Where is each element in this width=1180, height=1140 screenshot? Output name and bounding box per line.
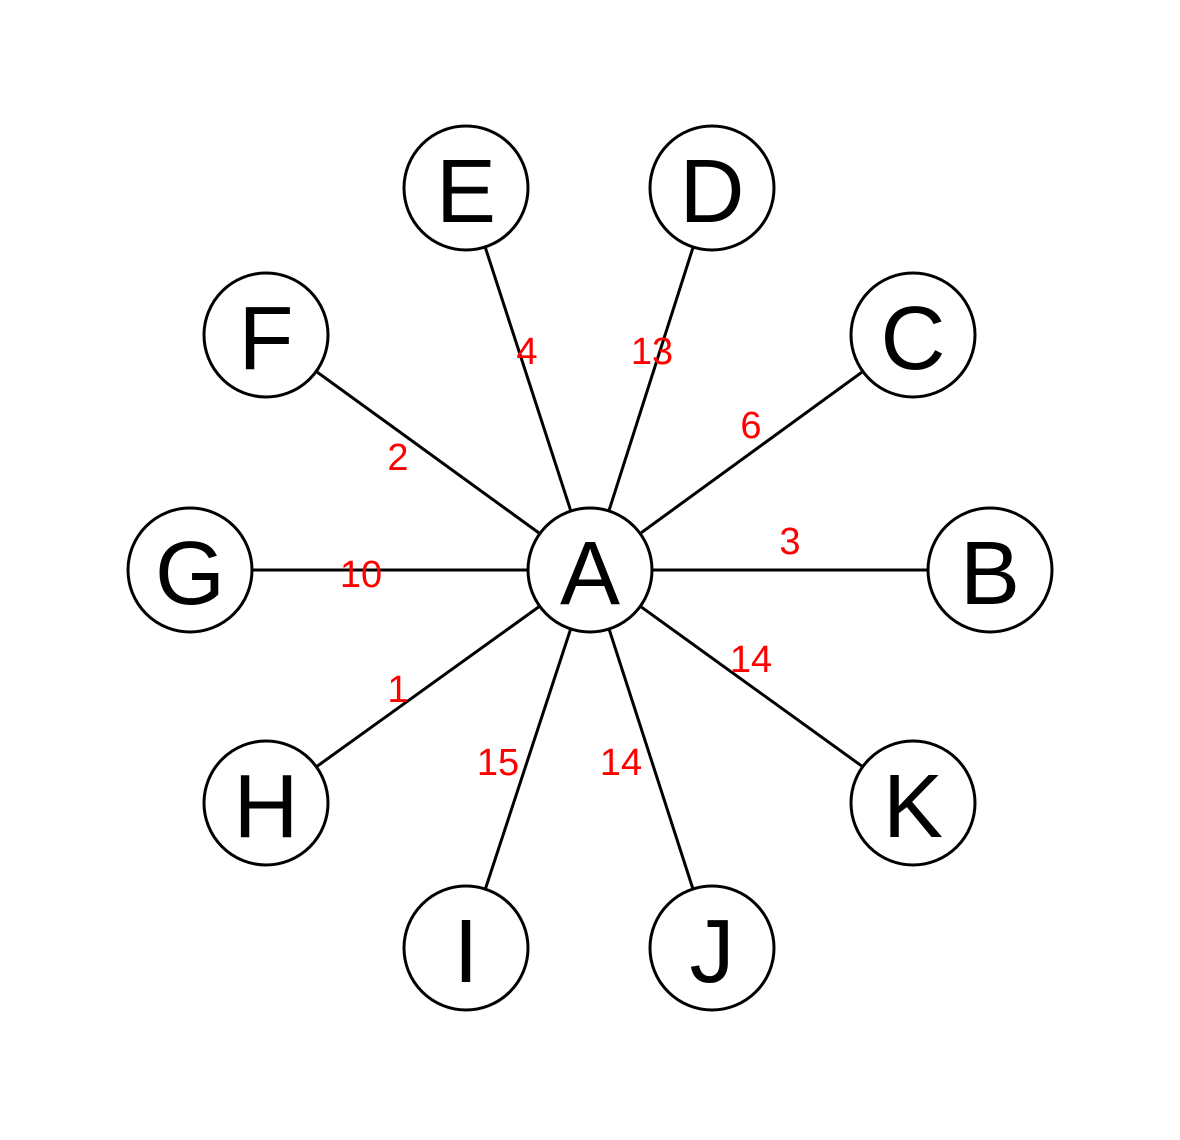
node-circle-c (849, 271, 977, 399)
node-k: K (849, 739, 977, 867)
node-circle-k (849, 739, 977, 867)
node-circle-d (648, 124, 776, 252)
node-circle-i (402, 884, 530, 1012)
node-circle-a (526, 506, 654, 634)
node-g: G (126, 506, 254, 634)
edge-weight-a-i: 15 (477, 742, 519, 784)
node-i: I (402, 884, 530, 1012)
node-h: H (202, 739, 330, 867)
edge-a-j (588, 569, 714, 949)
node-a: A (526, 506, 654, 634)
edge-weight-a-b: 3 (779, 521, 800, 563)
node-circle-g (126, 506, 254, 634)
node-label-k: K (883, 757, 943, 857)
edge-weight-a-h: 1 (387, 669, 408, 711)
node-label-j: J (690, 902, 735, 1002)
node-label-c: C (881, 289, 946, 389)
node-circle-h (202, 739, 330, 867)
node-label-b: B (960, 524, 1020, 624)
edge-a-i (464, 569, 592, 949)
node-label-h: H (234, 757, 299, 857)
edges-layer (190, 187, 990, 949)
node-label-g: G (155, 524, 225, 624)
node-circle-j (648, 884, 776, 1012)
node-circle-f (202, 271, 330, 399)
edge-weight-a-j: 14 (600, 742, 642, 784)
edge-weight-a-g: 10 (340, 554, 382, 596)
edge-a-h (265, 568, 591, 805)
node-label-a: A (560, 524, 620, 624)
edge-a-c (589, 333, 914, 572)
edge-a-e (464, 187, 592, 571)
edge-weight-a-k: 14 (730, 639, 772, 681)
edge-weight-a-f: 2 (387, 437, 408, 479)
node-f: F (202, 271, 330, 399)
edge-a-k (589, 568, 914, 805)
node-circle-b (926, 506, 1054, 634)
edge-weight-a-c: 6 (740, 405, 761, 447)
node-b: B (926, 506, 1054, 634)
node-label-e: E (436, 142, 496, 242)
node-j: J (648, 884, 776, 1012)
edge-weight-a-d: 13 (631, 331, 673, 373)
edge-a-d (588, 187, 714, 571)
edge-weight-a-e: 4 (516, 331, 537, 373)
edge-a-f (265, 333, 591, 572)
node-label-f: F (239, 289, 294, 389)
node-label-d: D (680, 142, 745, 242)
node-circle-e (402, 124, 530, 252)
edge-weights-layer: 3 6 13 4 2 10 1 15 14 14 (340, 331, 801, 784)
node-label-i: I (453, 902, 478, 1002)
node-e: E (402, 124, 530, 252)
node-c: C (849, 271, 977, 399)
nodes-layer: A B C D E F G H I J K (126, 124, 1054, 1012)
node-d: D (648, 124, 776, 252)
